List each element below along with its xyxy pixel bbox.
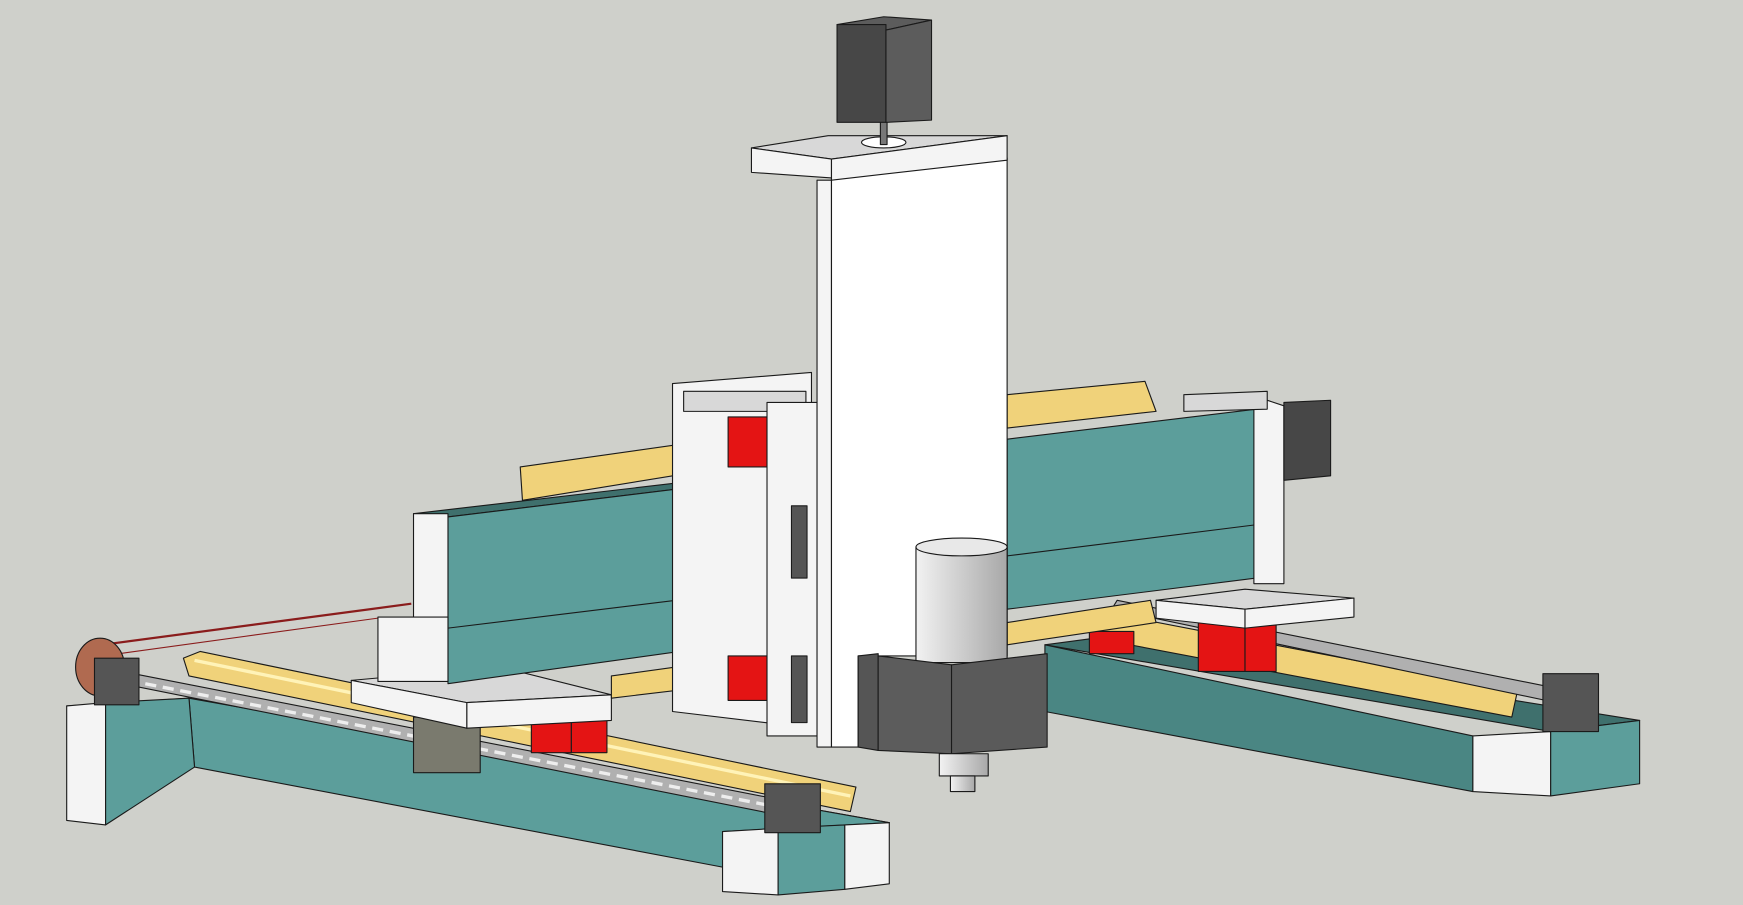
spindle-housing-left bbox=[857, 653, 879, 751]
spindle-collet bbox=[938, 753, 989, 777]
gantry-y-motor-front bbox=[1283, 399, 1332, 481]
drive-belt bbox=[102, 602, 412, 646]
z-bearing-block-upper bbox=[727, 416, 768, 468]
z-bearing-block-lower bbox=[727, 655, 768, 701]
gantry-lower-block-left bbox=[377, 616, 449, 683]
drive-belt-lower bbox=[102, 617, 379, 657]
left-base-end-block-side bbox=[105, 697, 196, 826]
spindle-tool bbox=[949, 775, 976, 793]
z-column-side bbox=[816, 179, 833, 748]
right-bearing-block-3 bbox=[1088, 630, 1135, 655]
gantry-beam-seam-right bbox=[1007, 524, 1257, 557]
spindle-motor-cap bbox=[915, 537, 1008, 557]
gantry-upper-rail-right bbox=[1006, 380, 1157, 429]
z-top-plate-side bbox=[830, 135, 1008, 181]
z-guide-block-upper bbox=[790, 505, 808, 579]
left-bearing-block-2 bbox=[570, 716, 608, 754]
spindle-motor-body bbox=[915, 546, 1008, 664]
gantry-end-plate-right bbox=[1253, 399, 1285, 585]
left-screw-end-bearing-front bbox=[764, 783, 821, 834]
right-carriage-plate-side bbox=[1244, 597, 1355, 629]
left-base-front-block-side bbox=[777, 824, 846, 896]
z-motor-side bbox=[885, 19, 933, 123]
spindle-housing-side bbox=[950, 653, 1048, 755]
spindle-housing-front bbox=[877, 655, 953, 755]
right-bearing-block-1 bbox=[1197, 622, 1246, 673]
gantry-beam-front-right bbox=[1006, 408, 1257, 610]
left-screw-end-bearing-back bbox=[93, 657, 140, 706]
left-rail-highlight bbox=[194, 658, 851, 798]
right-base-end-block-2 bbox=[1550, 719, 1641, 797]
z-carriage bbox=[671, 371, 818, 737]
left-base-end-block bbox=[66, 702, 107, 826]
z-guide-block-lower bbox=[790, 655, 808, 724]
gantry-end-plate-top bbox=[1183, 390, 1268, 412]
z-motor-front bbox=[836, 23, 887, 123]
right-bearing-block-2 bbox=[1244, 622, 1277, 673]
gantry-end-block-left bbox=[412, 513, 449, 628]
left-base-front-block-face bbox=[844, 822, 890, 890]
left-ball-screw-highlight bbox=[127, 678, 779, 809]
left-base-front-block bbox=[721, 827, 779, 896]
right-base-assembly bbox=[1044, 588, 1641, 797]
right-base-end-block bbox=[1472, 730, 1552, 797]
left-base-assembly bbox=[66, 602, 890, 896]
left-carriage-plate-side bbox=[466, 694, 612, 729]
z-motor-shaft bbox=[879, 119, 888, 146]
spindle bbox=[857, 537, 1048, 793]
right-screw-end-bearing bbox=[1542, 673, 1600, 733]
